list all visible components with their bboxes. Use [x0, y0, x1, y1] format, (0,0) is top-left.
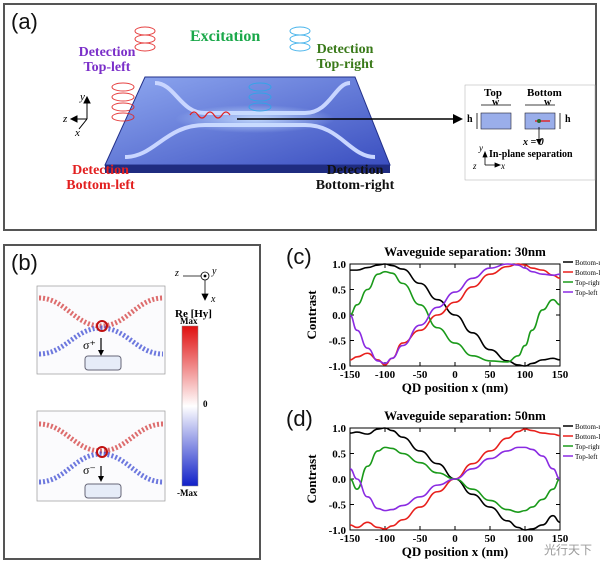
chart-title: Waveguide separation: 30nm: [384, 244, 546, 259]
legend-label: Top-right: [575, 443, 600, 451]
chart-title: Waveguide separation: 50nm: [384, 408, 546, 423]
y-tick-label: 1.0: [332, 423, 346, 435]
inset-axis-z-label: z: [473, 161, 477, 171]
excitation-label: Excitation: [190, 28, 261, 45]
x-tick-label: 50: [485, 533, 497, 545]
legend-label: Top-left: [575, 453, 598, 461]
beam-bottom-right: [248, 82, 272, 112]
x-tick-label: -100: [375, 369, 396, 381]
panel-c-label: (c): [286, 244, 312, 269]
x-tick-label: 100: [517, 369, 534, 381]
detection-bottom-left-label: Detection Bottom-left: [66, 163, 135, 193]
series-line-bottom-left: [349, 263, 561, 366]
y-tick-label: -1.0: [329, 525, 347, 537]
x-tick-label: -150: [340, 369, 361, 381]
y-tick-label: 0.0: [332, 310, 346, 322]
x-tick-label: 100: [517, 533, 534, 545]
inset-wg-top: [480, 112, 512, 130]
colorbar-max-label: Max: [180, 316, 198, 326]
legend-label: Bottom-right: [575, 259, 600, 267]
inset-h2-label: h: [565, 114, 571, 125]
detection-top-left-label: Detection Top-left: [78, 45, 136, 75]
inset-w1-label: w: [492, 97, 500, 108]
x-tick-label: 0: [452, 369, 458, 381]
series-line-bottom-right: [350, 263, 561, 367]
legend-label: Bottom-left: [575, 269, 600, 277]
beam-bottom-left: [111, 82, 135, 122]
x-tick-label: 150: [552, 533, 569, 545]
x-axis-label: QD position x (nm): [402, 544, 509, 559]
chart-d: Waveguide separation: 50nm -1.0 -0.5 0.0 0.5…: [304, 408, 600, 559]
inset-axis-y-label: y: [479, 143, 483, 153]
colorbar: [181, 325, 199, 487]
watermark: 光行天下: [543, 543, 592, 557]
x-tick-label: -100: [375, 533, 396, 545]
beam-top-right: [289, 26, 311, 52]
axis-b-y-label: y: [212, 266, 217, 277]
x-tick-label: 150: [552, 369, 569, 381]
device-illustration: [69, 26, 596, 181]
y-tick-label: -0.5: [329, 336, 347, 348]
panel-d-label: (d): [286, 406, 313, 431]
legend-label: Top-right: [575, 279, 600, 287]
y-tick-label: -1.0: [329, 361, 347, 373]
sigma-plus-label: σ⁺: [83, 338, 96, 352]
panel-b-label: (b): [11, 250, 38, 275]
inset-axis-x-label: x: [501, 161, 505, 171]
x-tick-label: -150: [340, 533, 361, 545]
x-tick-label: -50: [413, 369, 428, 381]
inset-caption: In-plane separation: [489, 149, 573, 160]
inset-bottom-label: Bottom: [527, 87, 562, 99]
axis3d-x-label: x: [75, 127, 80, 139]
colorbar-zero-label: 0: [203, 399, 208, 409]
legend-label: Bottom-right: [575, 423, 600, 431]
legend-label: Bottom-left: [575, 433, 600, 441]
series-line-top-left: [349, 446, 561, 512]
inset-axes: [482, 150, 502, 168]
detection-bottom-right-label: Detection Bottom-right: [315, 163, 395, 193]
y-axis-label: Contrast: [304, 290, 319, 340]
x-tick-label: -50: [413, 533, 428, 545]
y-tick-label: 0.5: [332, 449, 346, 461]
y-axis-label: Contrast: [304, 454, 319, 504]
inset-top-label: Top: [484, 87, 502, 99]
inset-x0-label: x = 0: [523, 137, 544, 148]
x-tick-label: 0: [452, 533, 458, 545]
axes-3d: [69, 95, 91, 130]
series-line-top-left: [349, 263, 561, 365]
field-maps: [36, 271, 210, 502]
series-line-top-right: [349, 270, 561, 363]
inset-w2-label: w: [544, 97, 552, 108]
chart-c: Waveguide separation: 30nm -1.0 -0.5 0.0 0.5…: [304, 244, 600, 395]
y-tick-label: 0.0: [332, 474, 346, 486]
y-tick-label: 1.0: [332, 259, 346, 271]
x-axis-label: QD position x (nm): [402, 380, 509, 395]
legend-label: Top-left: [575, 289, 598, 297]
axis3d-z-label: z: [63, 113, 68, 125]
panel-a-label: (a): [11, 9, 38, 34]
panel-b: (b) Re: [3, 244, 261, 560]
axes-b: [183, 271, 210, 301]
y-tick-label: -0.5: [329, 500, 347, 512]
axis-b-z-label: z: [175, 268, 179, 279]
inset-h1-label: h: [467, 114, 473, 125]
x-tick-label: 50: [485, 369, 497, 381]
detection-top-right-label: Detection Top-right: [316, 42, 374, 72]
panel-a: (a): [3, 3, 597, 231]
y-tick-label: 0.5: [332, 285, 346, 297]
sigma-minus-label: σ⁻: [83, 463, 96, 477]
axis-b-x-label: x: [211, 294, 216, 305]
colorbar-min-label: -Max: [177, 488, 198, 498]
axis3d-y-label: y: [80, 91, 85, 103]
beam-top-left: [134, 26, 156, 52]
inset-box: [464, 84, 596, 181]
colorbar-title: Re [Hy]: [175, 308, 212, 320]
